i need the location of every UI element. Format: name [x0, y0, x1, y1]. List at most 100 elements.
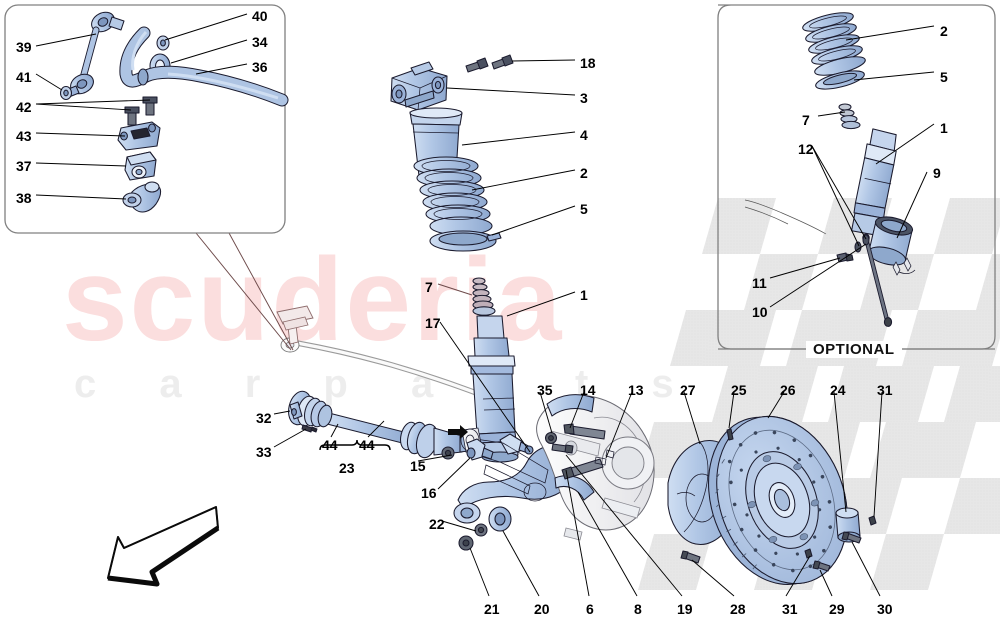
callout-shock-absorber-1: 1	[940, 120, 948, 136]
drive-shaft-assembly	[288, 390, 482, 459]
leader-lines-main	[273, 59, 883, 597]
callout-screw-29: 29	[829, 601, 845, 617]
callout-mount-arm-38: 38	[16, 190, 32, 206]
callout-screw-30: 30	[877, 601, 893, 617]
callout-bolt-19: 19	[677, 601, 693, 617]
callout-fasteners-12: 12	[798, 141, 814, 157]
spring-seat-5	[429, 230, 502, 252]
nut-40	[156, 35, 170, 51]
coil-spring-2	[413, 156, 493, 236]
callout-nut-small-40: 40	[252, 8, 268, 24]
optional-coil-spring-2	[802, 12, 866, 76]
callout-nut-41: 41	[16, 69, 32, 85]
callout-bump-stop-cover-4: 4	[580, 127, 588, 143]
callout-bush-20: 20	[534, 601, 550, 617]
screw-30	[841, 531, 862, 544]
panel-anti-roll-bar-inset	[4, 4, 289, 234]
callout-dust-boot-7: 7	[802, 112, 810, 128]
callout-bush-37: 37	[16, 158, 32, 174]
callout-link-rod-39: 39	[16, 39, 32, 55]
nut-22	[474, 523, 488, 537]
callout-bolt-42: 42	[16, 99, 32, 115]
callout-retainer-32: 32	[256, 410, 272, 426]
callout-coil-spring-2: 2	[580, 165, 588, 181]
callout-hub-cap-24: 24	[830, 382, 846, 398]
callout-dust-boot-7: 7	[425, 279, 433, 295]
callout-washer-34: 34	[252, 34, 268, 50]
optional-spring-seat-5	[815, 70, 865, 90]
bolt-42-a	[142, 96, 158, 116]
panel-optional-inset	[717, 4, 996, 350]
bolt-13	[561, 458, 604, 480]
pin-31-b	[804, 548, 813, 559]
callout-bolt-18: 18	[580, 55, 596, 71]
shock-absorber-1	[467, 315, 519, 463]
callout-shock-absorber-1: 1	[580, 287, 588, 303]
callout-upright-knuckle-8: 8	[634, 601, 642, 617]
callout-spring-seat-5: 5	[940, 69, 948, 85]
bracket-43	[117, 121, 161, 151]
mount-arm-38	[122, 181, 162, 213]
callout-bracket-43: 43	[16, 128, 32, 144]
callout-bolt-28: 28	[730, 601, 746, 617]
nut-21	[458, 535, 474, 551]
callout-brake-disc-26: 26	[780, 382, 796, 398]
bolt-18-pair	[465, 54, 514, 73]
callout-pin-31: 31	[877, 382, 893, 398]
callout-nut-15: 15	[410, 458, 426, 474]
sensor-cluster	[594, 449, 615, 466]
optional-panel-label: OPTIONAL	[806, 341, 902, 358]
sensor-bracket-16	[466, 438, 494, 461]
dimension-brace-23	[319, 439, 391, 451]
callout-nut-22: 22	[429, 516, 445, 532]
screw-25	[726, 428, 734, 441]
optional-connectors	[892, 257, 916, 276]
callout-lower-cylinder-9: 9	[933, 165, 941, 181]
optional-dust-boot-7	[838, 103, 861, 130]
brake-disc-26	[708, 415, 848, 585]
callout-sensor-11: 11	[752, 275, 767, 291]
callout-pin-31: 31	[782, 601, 798, 617]
callout-drive-shaft-23: 23	[339, 460, 355, 476]
callout-bolt-14: 14	[580, 382, 596, 398]
pin-31-a	[868, 515, 877, 526]
nut-35	[544, 431, 558, 445]
optional-shock-absorber-1	[851, 128, 897, 237]
callout-lower-control-arm-6: 6	[586, 601, 594, 617]
screw-29	[812, 560, 831, 572]
bush-20	[488, 506, 512, 532]
upper-strut-mount-3	[390, 61, 448, 111]
callout-screw-25: 25	[731, 382, 747, 398]
callout-nut-21: 21	[484, 601, 500, 617]
callout-clamp-17: 17	[425, 315, 441, 331]
optional-lower-cylinder-9	[867, 216, 914, 266]
callout-splash-shield-27: 27	[680, 382, 696, 398]
callout-sensor-bracket-16: 16	[421, 485, 437, 501]
optional-cable	[744, 199, 827, 235]
callout-nut-35: 35	[537, 382, 553, 398]
callout-upper-mount-3: 3	[580, 90, 588, 106]
bolt-28	[680, 550, 701, 564]
anti-roll-bar-link-main	[276, 305, 314, 353]
bolt-14	[563, 423, 606, 440]
dust-boot-7	[472, 277, 496, 316]
callout-bolt-13: 13	[628, 382, 644, 398]
callout-anti-roll-bar-36: 36	[252, 59, 268, 75]
anti-roll-bar-36	[119, 26, 289, 107]
bolt-42-b	[124, 106, 140, 126]
callout-screw-33: 33	[256, 444, 272, 460]
callout-spring-seat-5: 5	[580, 201, 588, 217]
callout-cv-joint-44: 44	[322, 437, 338, 453]
bolt-19	[551, 443, 574, 454]
callout-level-rod-10: 10	[752, 304, 768, 320]
bush-37	[124, 151, 157, 181]
screw-33	[301, 424, 318, 433]
callout-coil-spring-2: 2	[940, 23, 948, 39]
nut-41	[59, 85, 73, 101]
retainer-32	[289, 401, 303, 420]
inset-connector-lines	[195, 232, 294, 351]
